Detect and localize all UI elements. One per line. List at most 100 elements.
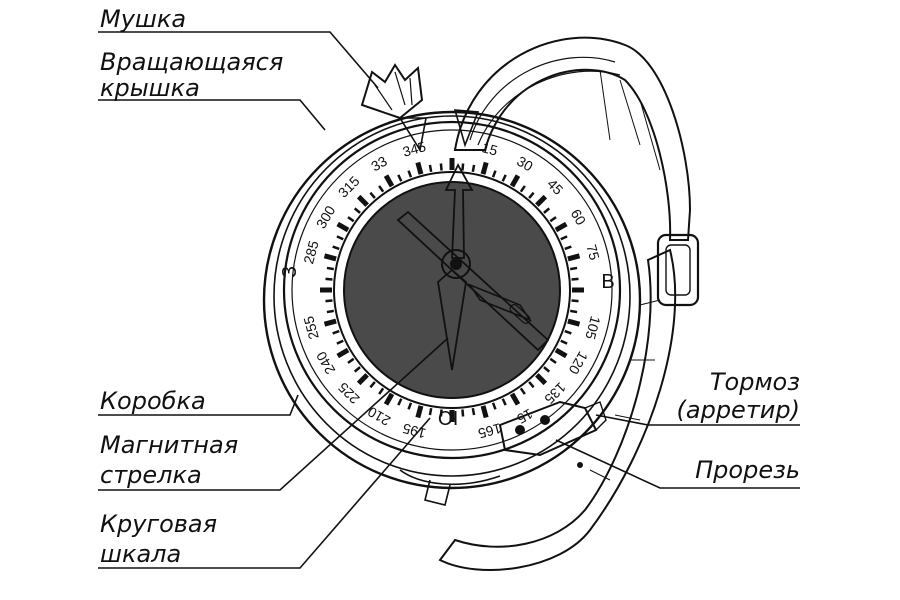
dial-tick bbox=[336, 221, 350, 233]
dial-tick bbox=[528, 191, 535, 199]
dial-tick bbox=[336, 347, 350, 359]
dial-tick bbox=[369, 381, 376, 389]
dial-tick bbox=[567, 318, 581, 327]
dial-number: 30 bbox=[514, 153, 536, 175]
dial-tick bbox=[560, 235, 568, 241]
dial-face bbox=[343, 181, 561, 399]
dial-tick bbox=[509, 174, 521, 188]
label-brake-line2: (арретир) bbox=[677, 396, 800, 424]
compass-box bbox=[262, 110, 642, 490]
dial-tick bbox=[519, 387, 526, 395]
dial-number: 120 bbox=[566, 349, 592, 377]
front-sight bbox=[360, 63, 424, 120]
label-scale-line2: шкала bbox=[100, 540, 181, 568]
dial-tick bbox=[519, 185, 526, 193]
dial-tick bbox=[564, 245, 572, 251]
rear-sight-notch bbox=[398, 117, 427, 153]
cardinals: В З Ю bbox=[279, 266, 615, 428]
dial-number: 255 bbox=[300, 314, 322, 341]
front-sight-notch bbox=[453, 109, 480, 148]
dial-tick bbox=[415, 405, 424, 419]
brake-assembly bbox=[399, 400, 607, 506]
dial-tick bbox=[491, 170, 497, 178]
dial-tick bbox=[461, 163, 465, 171]
dial-number: 285 bbox=[300, 239, 322, 266]
compass-body: 1530456075105120135151651952102252402552… bbox=[262, 109, 642, 490]
callout-line-slot bbox=[555, 439, 800, 489]
circular-scale-inner-ring bbox=[333, 171, 571, 409]
dial-number: 45 bbox=[544, 176, 566, 198]
dial-tick bbox=[528, 381, 535, 389]
label-box: Коробка bbox=[100, 387, 206, 415]
dial-tick bbox=[428, 407, 433, 416]
dial-tick bbox=[353, 207, 361, 214]
callout-line-brake bbox=[595, 414, 800, 426]
dial-tick bbox=[560, 339, 568, 345]
dial-tick bbox=[326, 309, 335, 314]
dial-tick bbox=[480, 161, 489, 175]
label-mushka: Мушка bbox=[100, 5, 186, 33]
dial-number: 60 bbox=[568, 206, 590, 228]
dial-tick bbox=[383, 174, 395, 188]
needle-pivot bbox=[441, 249, 471, 279]
label-slot: Прорезь bbox=[695, 456, 800, 484]
dial-number: 15 bbox=[480, 139, 499, 159]
dial-tick bbox=[397, 174, 403, 182]
dial-number: 33 bbox=[368, 153, 390, 175]
dial-tick bbox=[378, 185, 385, 193]
callout-line-box bbox=[98, 394, 299, 416]
dial-tick bbox=[471, 407, 476, 416]
dial-tick bbox=[501, 174, 507, 182]
dial-tick bbox=[356, 373, 369, 386]
dial-tick bbox=[567, 253, 581, 262]
dial-tick bbox=[383, 392, 395, 406]
callout-line-cover bbox=[98, 99, 326, 131]
dial-tick bbox=[439, 163, 443, 171]
magnetic-needle-assembly bbox=[396, 163, 550, 371]
label-cover-line1: Вращающаяся bbox=[100, 48, 283, 76]
label-cover-line2: крышка bbox=[100, 74, 200, 102]
dial-tick bbox=[407, 402, 413, 410]
dial-tick bbox=[554, 221, 568, 233]
label-needle-line1: Магнитная bbox=[100, 431, 238, 459]
dial-tick bbox=[569, 266, 578, 271]
strap-buckle bbox=[656, 233, 700, 307]
dial-tick bbox=[480, 405, 489, 419]
cardinal-east: В bbox=[601, 271, 614, 293]
dial-number: 75 bbox=[583, 243, 603, 262]
dial-tick bbox=[356, 194, 369, 207]
cardinal-west: З bbox=[279, 266, 301, 278]
callout-line-needle bbox=[98, 337, 449, 491]
dial-tick bbox=[535, 194, 548, 207]
dial-tick bbox=[336, 339, 344, 345]
dial-tick bbox=[543, 366, 551, 373]
dial-tick bbox=[543, 207, 551, 214]
dial-tick bbox=[326, 266, 335, 271]
dial-tick bbox=[353, 366, 361, 373]
dial-tick bbox=[407, 170, 413, 178]
dial-tick bbox=[461, 409, 465, 417]
dial-tick bbox=[332, 329, 340, 335]
dial-tick bbox=[564, 329, 572, 335]
dial-tick bbox=[509, 392, 521, 406]
labels: Мушка Вращающаяся крышка Коробка Магнитн… bbox=[100, 5, 800, 568]
dial-tick bbox=[378, 387, 385, 395]
dial-tick bbox=[336, 235, 344, 241]
dial-number: 210 bbox=[365, 404, 393, 430]
label-needle-line2: стрелка bbox=[100, 461, 202, 489]
dial-tick bbox=[549, 357, 557, 364]
callout-lines bbox=[98, 31, 800, 569]
dial-number: 240 bbox=[313, 349, 339, 377]
slot bbox=[424, 479, 451, 506]
callout-line-scale bbox=[98, 417, 431, 569]
dial-tick bbox=[554, 347, 568, 359]
dial-tick bbox=[501, 398, 507, 406]
dial-ticks bbox=[320, 158, 584, 422]
dial-tick bbox=[471, 164, 476, 173]
dial-tick bbox=[491, 402, 497, 410]
dial-tick bbox=[428, 164, 433, 173]
dial-number: 165 bbox=[476, 420, 503, 442]
label-brake-line1: Тормоз bbox=[710, 368, 800, 396]
dial-tick bbox=[549, 216, 557, 223]
